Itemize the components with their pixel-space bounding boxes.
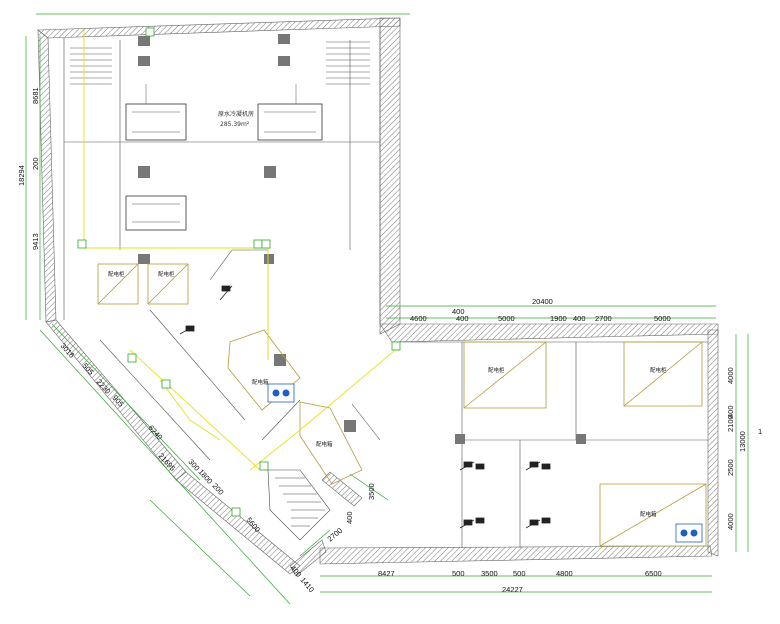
panel-label: 配电箱 [640, 510, 657, 518]
svg-text:1410: 1410 [298, 576, 316, 595]
dimensions-left: 8681 200 9413 18294 [17, 87, 40, 250]
wall-left [37, 29, 57, 323]
svg-text:20400: 20400 [532, 297, 553, 306]
panel-label: 配电箱 [316, 440, 333, 448]
wall-right-upper [379, 17, 401, 335]
svg-text:500: 500 [513, 569, 526, 578]
wall-right-step [379, 323, 719, 343]
signage-boxes [267, 383, 703, 543]
stair [267, 469, 331, 541]
svg-text:1900: 1900 [550, 314, 567, 323]
svg-text:4600: 4600 [410, 314, 427, 323]
svg-text:13000: 13000 [738, 431, 747, 452]
svg-text:18294: 18294 [17, 165, 26, 186]
main-room-area: 285.39m² [220, 121, 250, 128]
cabinet-label: 配电柜 [488, 366, 505, 374]
svg-text:200: 200 [31, 157, 40, 170]
svg-text:500: 500 [452, 569, 465, 578]
svg-text:2700: 2700 [595, 314, 612, 323]
chiller-details [132, 84, 316, 223]
svg-text:400: 400 [726, 405, 735, 418]
wall-stair-bottom [289, 539, 327, 577]
svg-text:4000: 4000 [726, 367, 735, 384]
svg-text:400: 400 [456, 314, 469, 323]
cabinet-label: 配电柜 [158, 270, 175, 278]
svg-text:400: 400 [573, 314, 586, 323]
svg-text:4800: 4800 [556, 569, 573, 578]
svg-text:8427: 8427 [378, 569, 395, 578]
main-room-label: 原水冷凝机房 [218, 110, 254, 118]
cabinet-label: 配电柜 [108, 270, 125, 278]
svg-text:2700: 2700 [326, 526, 345, 544]
dimensions-bottom-right: 8427 500 3500 500 4800 6500 24227 [378, 569, 662, 594]
wall-far-right [707, 329, 719, 557]
svg-text:9413: 9413 [31, 233, 40, 250]
cabinet-label: 配电柜 [650, 366, 667, 374]
fixtures [179, 285, 551, 529]
svg-text:2500: 2500 [726, 459, 735, 476]
dimensions-right: 4000 400 2100 2500 4000 13000 1 [726, 367, 762, 530]
wall-stair-right [321, 471, 363, 507]
steps-top-right [326, 41, 370, 85]
svg-text:3500: 3500 [367, 483, 376, 500]
green-markers [77, 27, 401, 517]
chiller-unit [125, 195, 187, 231]
wall-stair-outer [175, 471, 301, 575]
chiller-units [125, 103, 323, 231]
svg-text:4000: 4000 [726, 513, 735, 530]
dimensions-top-right: 20400 4600 400 400 5000 1900 400 2700 50… [410, 297, 671, 323]
dimension-lines [25, 13, 749, 605]
steps-top-left [70, 47, 112, 85]
svg-text:6500: 6500 [645, 569, 662, 578]
svg-text:8681: 8681 [31, 87, 40, 104]
walls [37, 17, 719, 577]
electrical-cabinets [97, 263, 707, 547]
chiller-unit [125, 103, 187, 141]
svg-text:400: 400 [345, 511, 354, 524]
panel-label: 配电箱 [252, 378, 269, 386]
svg-text:24227: 24227 [502, 585, 523, 594]
svg-text:5000: 5000 [498, 314, 515, 323]
svg-text:400: 400 [452, 307, 465, 316]
svg-text:3500: 3500 [481, 569, 498, 578]
section-marker: 1 [758, 427, 762, 436]
columns [138, 34, 586, 444]
wall-bottom-right [319, 545, 713, 565]
wall-top [37, 17, 401, 39]
svg-text:5000: 5000 [654, 314, 671, 323]
svg-text:2100: 2100 [726, 415, 735, 432]
chiller-unit [257, 103, 323, 141]
